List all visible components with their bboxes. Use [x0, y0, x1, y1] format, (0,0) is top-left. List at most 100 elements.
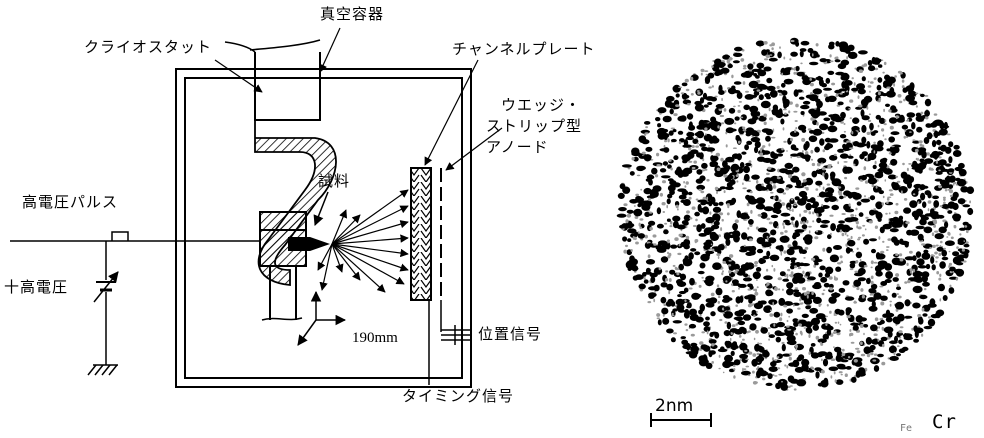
fe-atom — [794, 229, 805, 233]
fe-atom — [700, 223, 706, 229]
cr-atom — [870, 275, 874, 280]
cr-atom — [769, 54, 773, 56]
fe-atom — [856, 201, 862, 206]
fe-atom — [752, 115, 759, 121]
fe-atom — [869, 195, 876, 201]
fe-atom — [752, 271, 761, 280]
cr-atom — [779, 46, 781, 49]
fe-atom — [802, 100, 811, 105]
cr-atom — [873, 333, 878, 337]
fe-atom — [755, 203, 766, 210]
cr-atom — [684, 185, 687, 188]
cr-atom — [790, 156, 792, 159]
fe-atom — [922, 313, 928, 317]
fe-atom — [867, 60, 873, 66]
cr-atom — [912, 139, 916, 142]
cr-atom — [695, 218, 698, 222]
fe-atom — [746, 294, 756, 300]
cr-atom — [929, 247, 932, 249]
fe-atom — [845, 366, 852, 370]
fe-atom — [717, 305, 727, 313]
cr-atom — [936, 271, 940, 275]
cr-atom — [723, 190, 726, 194]
cr-atom — [848, 108, 851, 110]
cr-atom — [732, 364, 736, 367]
fe-atom — [717, 249, 722, 255]
fe-atom — [742, 314, 752, 321]
fe-atom — [655, 117, 661, 122]
fe-atom — [699, 262, 706, 269]
cr-atom — [872, 359, 877, 362]
fe-atom — [792, 318, 799, 323]
fe-atom — [699, 97, 705, 104]
fe-atom — [915, 225, 925, 230]
cr-atom — [644, 132, 649, 135]
hv-pulse-line — [10, 231, 260, 242]
fe-atom — [790, 265, 795, 270]
cr-atom — [884, 179, 887, 182]
cr-atom — [868, 220, 873, 224]
fe-atom — [761, 349, 769, 355]
fe-atom — [919, 218, 927, 226]
fe-atom — [820, 219, 831, 224]
fe-atom — [624, 223, 634, 229]
fe-atom — [948, 141, 954, 148]
fe-atom — [643, 279, 649, 284]
cr-atom — [785, 187, 790, 191]
fe-atom — [751, 68, 761, 72]
cr-atom — [860, 341, 863, 346]
cr-atom — [711, 248, 715, 252]
fe-atom — [793, 321, 799, 327]
fe-atom — [892, 277, 899, 282]
fe-atom — [865, 337, 873, 345]
cr-atom — [727, 204, 730, 209]
cr-atom — [822, 149, 826, 153]
fe-atom — [798, 124, 807, 131]
fe-atom — [798, 354, 805, 361]
cr-atom — [880, 250, 885, 254]
cr-atom — [664, 222, 668, 225]
cr-atom — [717, 256, 720, 259]
fe-atom — [697, 270, 705, 275]
cr-atom — [917, 157, 919, 161]
fe-atom — [822, 333, 829, 340]
fe-atom — [732, 60, 740, 64]
fe-atom — [875, 201, 883, 210]
cr-atom — [668, 159, 672, 162]
ion-trajectories — [317, 189, 409, 293]
cr-atom — [776, 176, 781, 180]
cr-atom — [750, 209, 753, 214]
fe-atom — [890, 131, 900, 136]
fe-atom — [739, 212, 749, 220]
cr-atom — [664, 139, 668, 143]
cr-atom — [786, 273, 789, 278]
cr-atom — [800, 220, 803, 225]
fe-atom — [670, 244, 678, 249]
cr-atom — [752, 353, 757, 357]
cr-atom — [676, 272, 680, 276]
cr-atom — [656, 152, 660, 157]
fe-atom — [735, 135, 740, 139]
fe-atom — [922, 281, 930, 287]
fe-atom — [703, 104, 709, 108]
fe-atom — [616, 213, 627, 218]
cr-atom — [854, 270, 859, 273]
cr-atom — [947, 188, 952, 191]
cr-atom — [840, 373, 843, 376]
cr-atom — [761, 183, 764, 187]
cr-atom — [846, 234, 849, 237]
fe-atom — [959, 227, 966, 231]
cr-atom — [881, 128, 885, 132]
fe-atom — [705, 279, 714, 287]
cr-atom — [753, 337, 756, 341]
fe-atom — [653, 284, 660, 292]
fe-atom — [766, 250, 771, 257]
fe-atom — [645, 267, 651, 274]
cr-atom — [866, 157, 868, 161]
fe-atom — [852, 192, 862, 200]
cr-atom — [677, 252, 682, 256]
fe-atom — [882, 313, 889, 318]
cr-atom — [656, 313, 661, 317]
fe-atom — [792, 166, 800, 173]
cr-atom — [631, 157, 635, 161]
